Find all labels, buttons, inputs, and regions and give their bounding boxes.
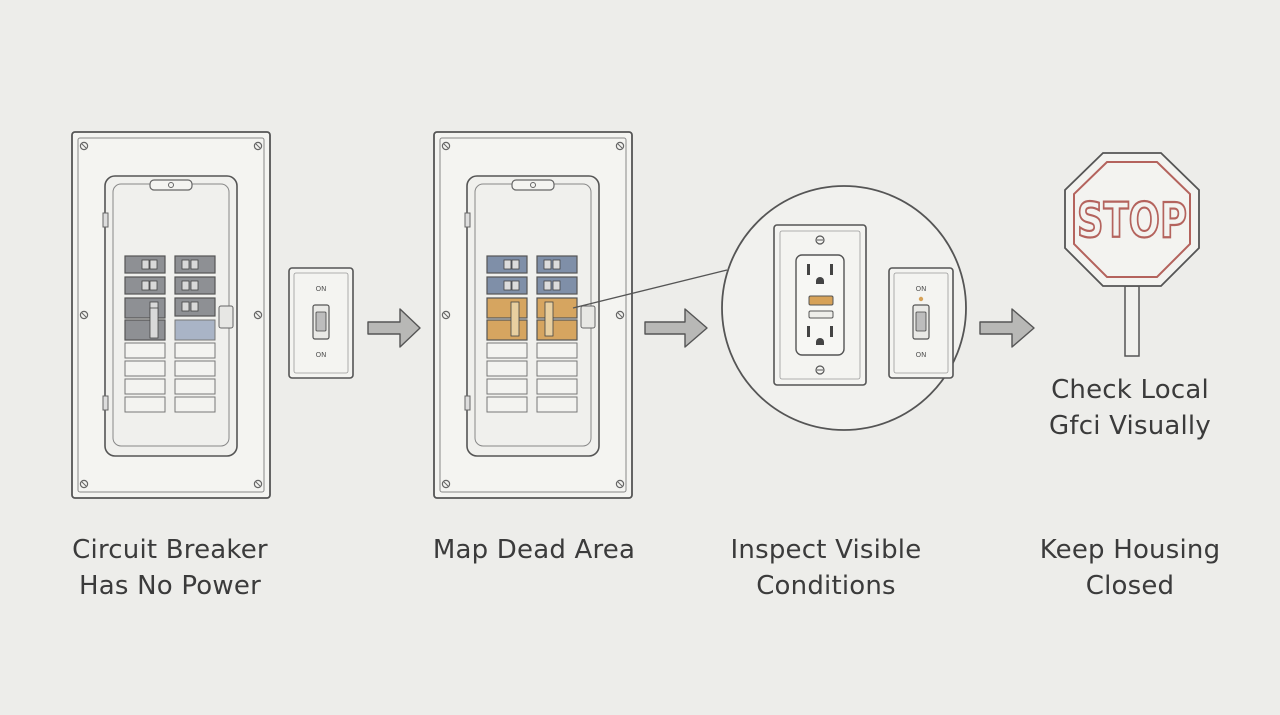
step-3-line2: Conditions: [756, 571, 896, 601]
stop-note-line1: Check Local: [1051, 375, 1209, 405]
arrow-right-icon: [979, 308, 1035, 348]
step-4-line2: Closed: [1085, 571, 1175, 601]
step-1-line2: Has No Power: [79, 571, 261, 601]
switch-on-bottom: ON: [316, 351, 327, 359]
gfci-outlet-icon: [773, 224, 867, 386]
stop-sign-text: STOP: [1077, 193, 1187, 249]
breaker-panel-icon: [433, 131, 633, 499]
arrow-right-icon: [367, 308, 421, 348]
light-switch-icon: ON ON: [888, 267, 954, 379]
step-4-line1: Keep Housing: [1039, 535, 1221, 565]
arrow-right-icon: [644, 308, 708, 348]
switch-on-bottom: ON: [916, 351, 927, 359]
stop-note-label: Check Local Gfci Visually: [990, 372, 1270, 444]
stop-note-line2: Gfci Visually: [1049, 411, 1211, 441]
step-2-line1: Map Dead Area: [432, 535, 636, 565]
step-3-label: Inspect Visible Conditions: [676, 532, 976, 604]
step-4-label: Keep Housing Closed: [980, 532, 1280, 604]
step-3-line1: Inspect Visible: [730, 535, 922, 565]
light-switch-icon: ON ON: [288, 267, 354, 379]
switch-on-top: ON: [316, 285, 327, 293]
stop-sign-icon: STOP: [1064, 152, 1200, 357]
step-1-line1: Circuit Breaker: [72, 535, 268, 565]
switch-on-top: ON: [916, 285, 927, 293]
step-2-label: Map Dead Area: [384, 532, 684, 568]
breaker-panel-icon: [71, 131, 271, 499]
leader-line: [572, 269, 728, 309]
step-1-label: Circuit Breaker Has No Power: [20, 532, 320, 604]
